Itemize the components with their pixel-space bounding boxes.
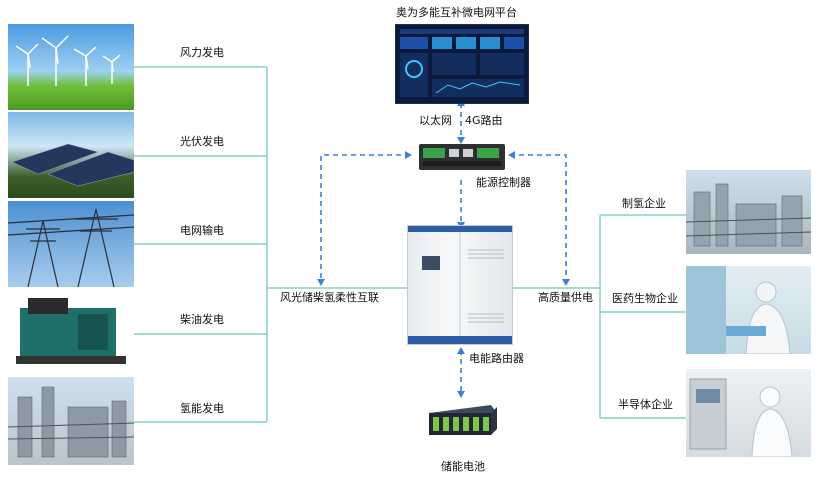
router-4g-label: 4G路由 xyxy=(465,114,503,127)
battery-label: 储能电池 xyxy=(441,460,485,473)
biopharma-lab-image xyxy=(686,266,811,354)
load-label-biopharma: 医药生物企业 xyxy=(612,292,678,305)
arrow-down-right-bus xyxy=(562,279,570,286)
communication-lines xyxy=(320,103,567,395)
arrow-up-router xyxy=(457,347,465,354)
load-label-semiconductor: 半导体企业 xyxy=(618,398,673,411)
source-label-wind: 风力发电 xyxy=(180,46,224,59)
platform-title: 奥为多能互补微电网平台 xyxy=(396,6,517,19)
platform-dashboard xyxy=(395,24,529,104)
solar-panels-image xyxy=(8,112,134,198)
bus-right-label: 高质量供电 xyxy=(538,291,593,304)
energy-router-cabinet xyxy=(407,225,513,345)
arrow-down-battery xyxy=(457,391,465,398)
hydrogen-factory-image xyxy=(686,170,811,254)
semiconductor-cleanroom-image xyxy=(686,369,811,457)
router-label: 电能路由器 xyxy=(469,352,524,365)
load-label-hydrogen: 制氢企业 xyxy=(622,197,666,210)
arrow-right-controller-in xyxy=(508,151,515,159)
hydrogen-plant-image xyxy=(8,377,134,465)
arrow-down-controller xyxy=(457,137,465,144)
bus-left-label: 风光储柴氢柔性互联 xyxy=(280,291,379,304)
ethernet-label: 以太网 xyxy=(419,114,452,127)
load-bus-lines xyxy=(512,214,686,419)
wind-turbines-image xyxy=(8,24,134,110)
dash-controller-left xyxy=(320,154,410,280)
dash-controller-right xyxy=(510,154,567,280)
controller-label: 能源控制器 xyxy=(476,176,531,189)
transmission-tower-image xyxy=(8,201,134,287)
arrow-down-left-bus xyxy=(317,279,325,286)
source-bus-lines xyxy=(134,66,410,423)
source-label-hydrogen: 氢能发电 xyxy=(180,402,224,415)
source-label-solar: 光伏发电 xyxy=(180,135,224,148)
arrow-left-controller-in xyxy=(405,151,412,159)
diesel-generator-image xyxy=(8,290,134,372)
battery-pack xyxy=(425,399,499,439)
source-label-grid: 电网输电 xyxy=(180,224,224,237)
source-label-diesel: 柴油发电 xyxy=(180,313,224,326)
energy-controller-device xyxy=(419,144,505,170)
